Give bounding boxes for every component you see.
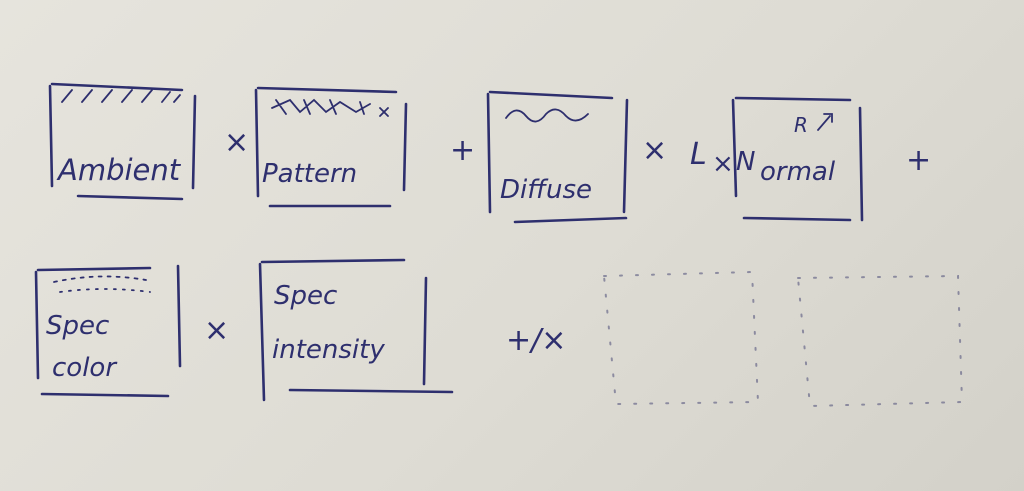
ambient-box: Ambient [48, 82, 197, 201]
plus-or-multiply-operator: +/× [506, 323, 566, 358]
plus-operator: + [450, 133, 475, 168]
spec-intensity-box: Spec intensity [258, 258, 454, 402]
multiply-operator: × [642, 133, 667, 168]
multiply-operator: × [224, 125, 249, 160]
spec-color-label-line1: Spec [46, 311, 109, 341]
normal-label-prefix: N [736, 147, 755, 177]
pattern-scribble [271, 98, 389, 117]
light-multiply-operator: × [712, 149, 734, 179]
spec-intensity-label-line2: intensity [272, 335, 385, 365]
pattern-label: Pattern [262, 159, 357, 189]
light-label: L [690, 137, 707, 172]
empty-placeholder-box [796, 274, 964, 408]
ambient-hatch [61, 89, 181, 103]
ambient-label: Ambient [56, 153, 182, 187]
normal-box: N ormal R [731, 96, 864, 222]
pattern-box: Pattern [254, 86, 408, 208]
plus-operator: + [906, 143, 931, 178]
spec-intensity-label-line1: Spec [274, 281, 337, 311]
spec-color-box: Spec color [34, 264, 182, 398]
diffuse-box: Diffuse [486, 90, 629, 224]
diffuse-label: Diffuse [500, 175, 592, 205]
normal-label-rest: ormal [760, 157, 836, 187]
empty-placeholder-box [602, 270, 760, 406]
normal-rgb-mark: R [794, 113, 808, 137]
multiply-operator: × [204, 313, 229, 348]
spec-color-label-line2: color [52, 353, 118, 383]
